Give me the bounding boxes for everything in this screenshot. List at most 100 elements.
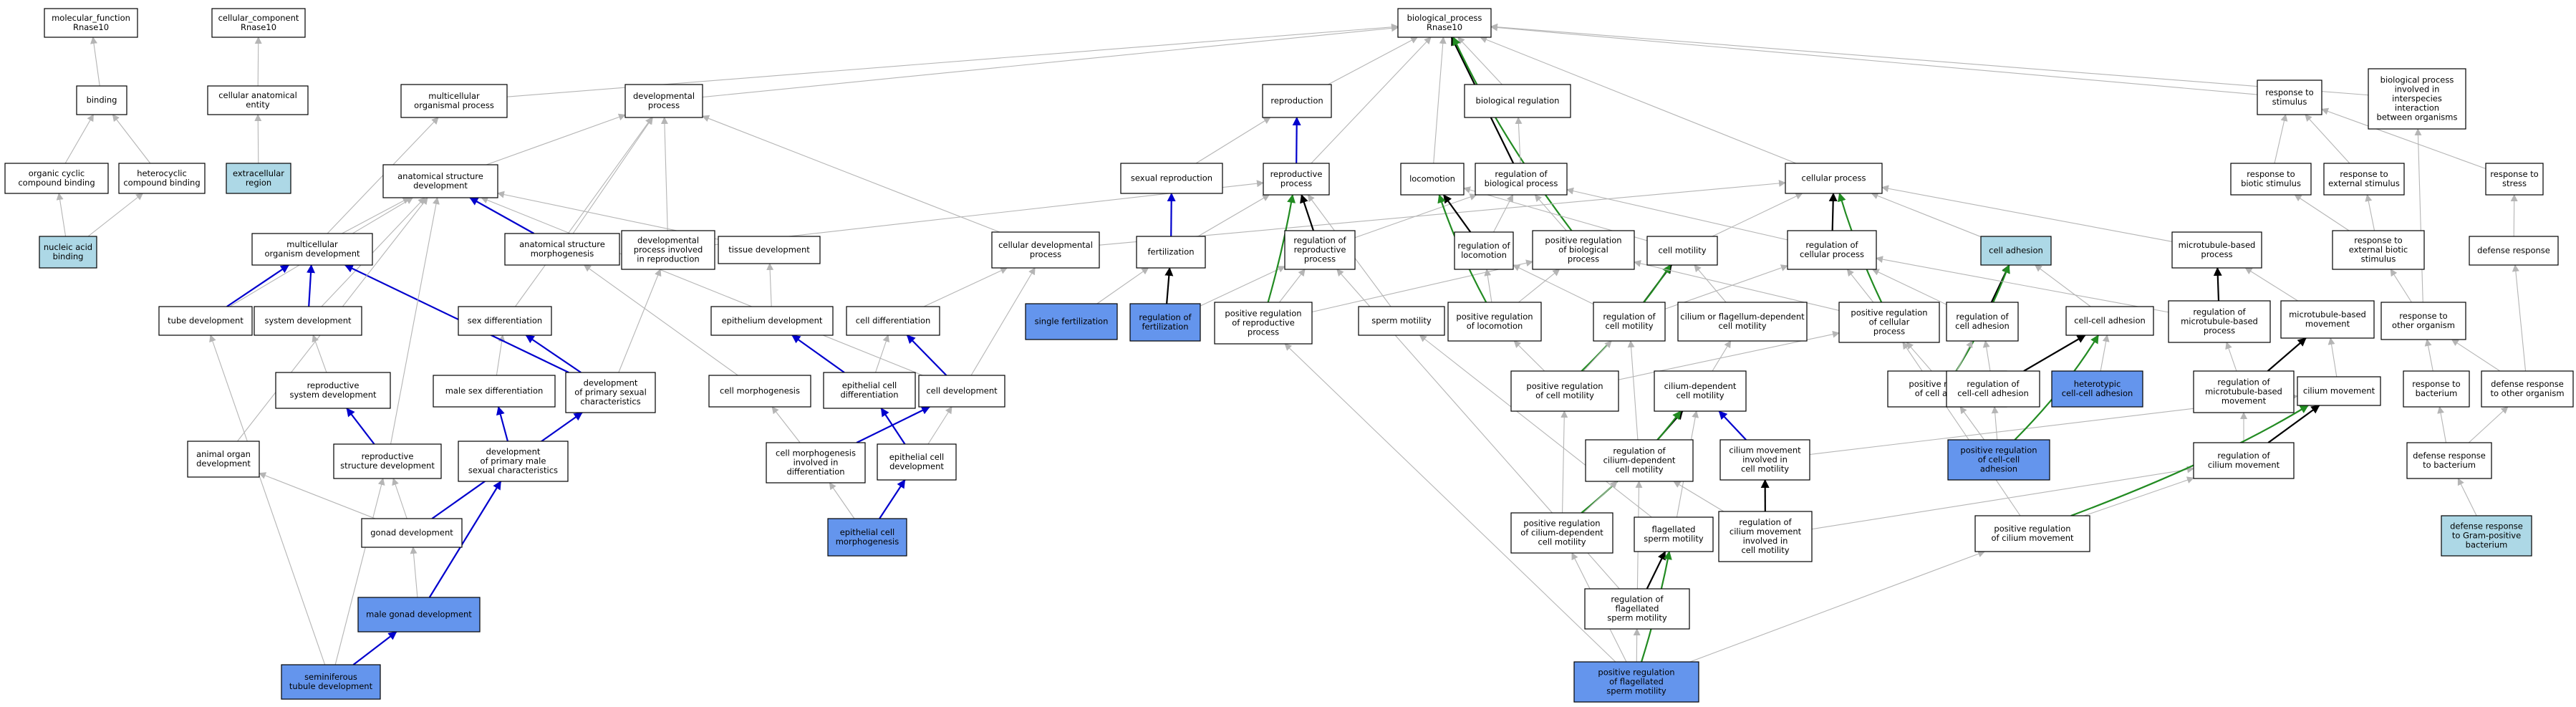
node-defresp[interactable]: defense response: [2469, 236, 2559, 266]
node-sysdev[interactable]: system development: [254, 306, 362, 336]
node-sexrep[interactable]: sexual reproduction: [1120, 163, 1223, 194]
node-cca[interactable]: cell-cell adhesion: [2065, 306, 2154, 336]
node-label-line: response to: [2412, 379, 2460, 389]
node-spermmot[interactable]: sperm motility: [1358, 306, 1445, 336]
node-binding[interactable]: binding: [76, 85, 127, 115]
node-malesex[interactable]: male sex differentiation: [433, 375, 556, 408]
node-singfert[interactable]: single fertilization: [1025, 303, 1118, 340]
node-label-line: process: [1248, 327, 1279, 337]
node-celladh[interactable]: cell adhesion: [1980, 236, 2052, 266]
node-box-spermmot: [1358, 306, 1445, 336]
node-label-line: response to: [2247, 169, 2295, 179]
node-cmorph[interactable]: cell morphogenesis: [708, 375, 811, 408]
node-reproduction[interactable]: reproduction: [1262, 84, 1332, 118]
node-loco[interactable]: locomotion: [1400, 163, 1465, 196]
node-box-extra: [226, 163, 291, 194]
node-tissue[interactable]: tissue development: [718, 236, 821, 264]
node-bioreg[interactable]: biological regulation: [1464, 84, 1571, 118]
node-celldev[interactable]: cell development: [918, 375, 1005, 408]
node-cellmot[interactable]: cell motility: [1646, 236, 1718, 266]
node-label-line: epithelial cell: [840, 527, 895, 537]
node-ciliummov[interactable]: cilium movement: [2297, 376, 2381, 406]
node-label-line: reproduction: [1270, 96, 1323, 106]
node-epidev[interactable]: epithelium development: [710, 306, 834, 336]
node-gonad[interactable]: gonad development: [361, 518, 463, 548]
node-tube[interactable]: tube development: [158, 306, 253, 336]
node-sexdiff[interactable]: sex differentiation: [458, 306, 552, 336]
node-celldiff[interactable]: cell differentiation: [846, 306, 940, 336]
node-mgd[interactable]: male gonad development: [357, 597, 481, 633]
node-cellproc[interactable]: cellular process: [1785, 163, 1883, 194]
node-fert[interactable]: fertilization: [1136, 236, 1206, 269]
edge-is_a-dev-to-bp: [702, 24, 1399, 98]
